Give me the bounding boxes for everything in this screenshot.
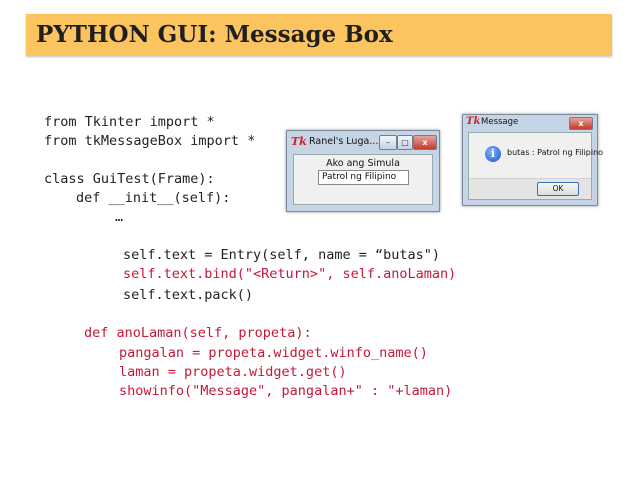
window-title: Ranel's Luga...: [309, 136, 379, 147]
tk-logo-icon: Tk: [291, 135, 307, 148]
dialog-title-bar[interactable]: Tk Message x: [463, 115, 597, 131]
tk-logo-icon: Tk: [466, 116, 481, 127]
code-line-highlight: self.text.bind("<Return>", self.anoLaman…: [123, 266, 457, 282]
code-line: def __init__(self):: [76, 190, 231, 206]
code-line: self.text = Entry(self, name = “butas"): [123, 247, 440, 263]
window-client-area: Ako ang Simula Patrol ng Filipino: [293, 154, 433, 205]
message-dialog: Tk Message x i butas : Patrol ng Filipin…: [462, 114, 603, 206]
slide-title-bar: PYTHON GUI: Message Box: [26, 14, 612, 56]
close-button[interactable]: x: [413, 135, 437, 150]
maximize-button[interactable]: □: [397, 135, 413, 150]
code-line: …: [115, 209, 124, 225]
code-line-highlight: pangalan = propeta.widget.winfo_name(): [119, 345, 428, 361]
dialog-button-area: OK: [469, 178, 591, 199]
tk-main-window: Tk Ranel's Luga... – □ x Ako ang Simula …: [286, 130, 440, 212]
label-text: Ako ang Simula: [326, 158, 400, 169]
code-line: from tkMessageBox import *: [44, 133, 256, 149]
info-icon: i: [485, 146, 501, 162]
slide-title: PYTHON GUI: Message Box: [36, 21, 393, 48]
ok-button[interactable]: OK: [537, 182, 579, 196]
entry-field[interactable]: Patrol ng Filipino: [318, 170, 409, 185]
code-line: class GuiTest(Frame):: [44, 171, 215, 187]
code-line: from Tkinter import *: [44, 114, 215, 130]
dialog-title: Message: [481, 117, 519, 127]
code-line-highlight: def anoLaman(self, propeta):: [84, 325, 312, 341]
window-title-bar[interactable]: Tk Ranel's Luga... – □ x: [287, 131, 439, 153]
code-line-highlight: laman = propeta.widget.get(): [119, 364, 347, 380]
message-text: butas : Patrol ng Filipino: [507, 148, 604, 157]
dialog-client-area: i butas : Patrol ng Filipino OK: [468, 132, 603, 200]
minimize-button[interactable]: –: [379, 135, 397, 150]
code-line-highlight: showinfo("Message", pangalan+" : "+laman…: [119, 383, 453, 399]
code-line: self.text.pack(): [123, 287, 254, 303]
close-button[interactable]: x: [569, 117, 593, 130]
